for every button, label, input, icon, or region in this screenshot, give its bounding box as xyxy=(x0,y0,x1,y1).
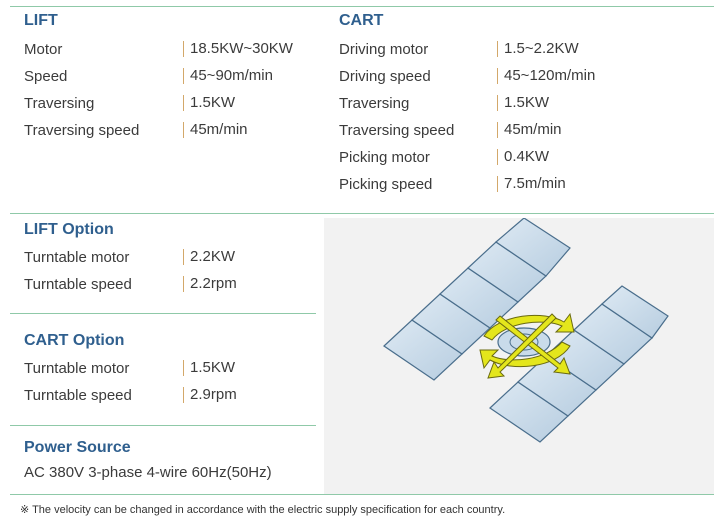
bottom-divider xyxy=(10,494,714,495)
spec-value: 45m/min xyxy=(183,122,248,138)
spec-label: Traversing xyxy=(339,95,410,112)
lift-option-divider xyxy=(10,313,316,314)
spec-label: Turntable motor xyxy=(24,360,130,377)
footnote: ※ The velocity can be changed in accorda… xyxy=(20,504,506,516)
spec-value: 1.5KW xyxy=(183,95,235,111)
spec-label: Traversing speed xyxy=(24,122,140,139)
spec-value: 0.4KW xyxy=(497,149,549,165)
spec-value: 45m/min xyxy=(497,122,562,138)
lower-rail-panels xyxy=(489,285,669,443)
spec-label: Driving speed xyxy=(339,68,431,85)
spec-label: Picking motor xyxy=(339,149,430,166)
upper-rail-panels xyxy=(383,217,571,381)
power-source-title: Power Source xyxy=(24,439,131,456)
spec-value: 7.5m/min xyxy=(497,176,566,192)
rotation-arrows xyxy=(479,312,575,379)
top-divider xyxy=(10,6,714,7)
spec-label: Speed xyxy=(24,68,68,85)
section-divider xyxy=(10,213,714,214)
spec-value: 2.2KW xyxy=(183,249,235,265)
lift-cart-turntable-illustration xyxy=(383,217,669,443)
spec-value: 18.5KW~30KW xyxy=(183,41,293,57)
spec-value: 2.2rpm xyxy=(183,276,237,292)
system-illustration-panel xyxy=(324,217,714,494)
spec-label: Motor xyxy=(24,41,63,58)
spec-label: Traversing xyxy=(24,95,95,112)
spec-value: 1.5KW xyxy=(183,360,235,376)
spec-label: Picking speed xyxy=(339,176,433,193)
spec-value: 1.5KW xyxy=(497,95,549,111)
spec-label: Driving motor xyxy=(339,41,429,58)
spec-value: 1.5~2.2KW xyxy=(497,41,579,57)
lift-title: LIFT xyxy=(24,12,58,29)
spec-label: Turntable speed xyxy=(24,387,132,404)
cart-option-divider xyxy=(10,425,316,426)
spec-label: Turntable speed xyxy=(24,276,132,293)
spec-label: Turntable motor xyxy=(24,249,130,266)
cart-title: CART xyxy=(339,12,384,29)
spec-value: 45~90m/min xyxy=(183,68,273,84)
spec-value: 45~120m/min xyxy=(497,68,595,84)
spec-value: 2.9rpm xyxy=(183,387,237,403)
lift-option-title: LIFT Option xyxy=(24,221,114,238)
cart-option-title: CART Option xyxy=(24,332,125,349)
spec-label: Traversing speed xyxy=(339,122,455,139)
power-source-value: AC 380V 3-phase 4-wire 60Hz(50Hz) xyxy=(24,464,272,481)
